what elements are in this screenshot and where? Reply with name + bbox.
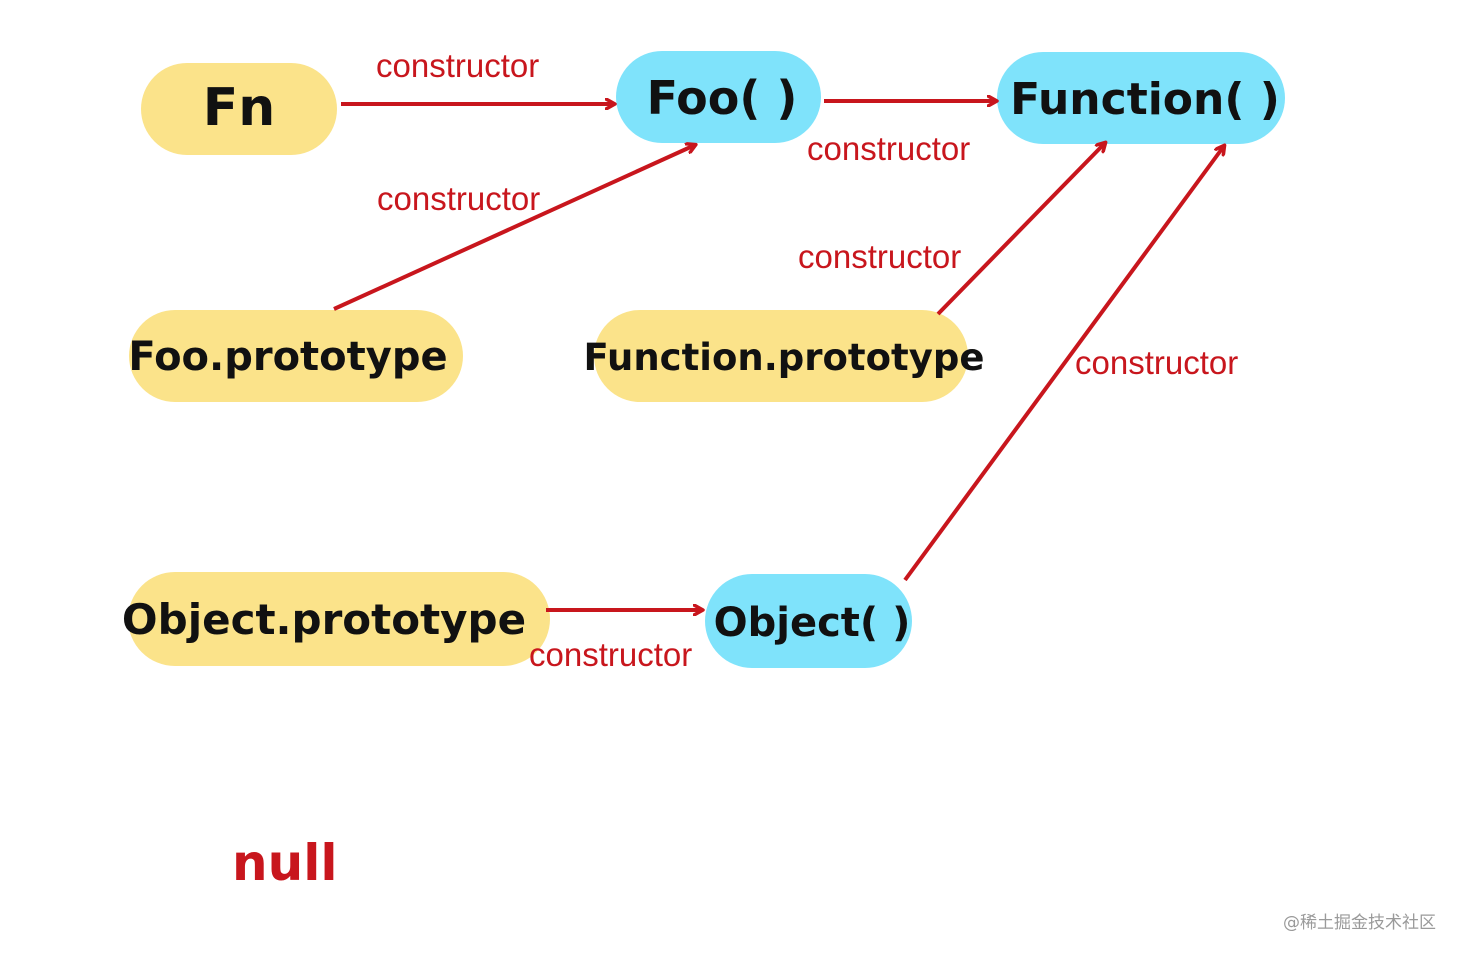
node-object-label: Object( ) [714, 600, 911, 646]
node-function-prototype-label: Function.prototype [584, 336, 985, 379]
edge-label-fn-foo: constructor [376, 47, 539, 84]
node-foo-prototype-label: Foo.prototype [128, 334, 447, 380]
node-object-prototype: Object.prototype [122, 572, 550, 666]
node-fn-label: Fn [203, 78, 276, 138]
node-object: Object( ) [705, 574, 912, 668]
edge-label-foo-function: constructor [807, 130, 970, 167]
node-fn: Fn [141, 63, 337, 155]
edge-label-object-function: constructor [1075, 344, 1238, 381]
node-function-label: Function( ) [1010, 74, 1280, 125]
node-foo: Foo( ) [616, 51, 821, 143]
arrow-object-to-function [903, 146, 1224, 582]
edge-label-foo-prototype-foo: constructor [377, 180, 540, 217]
arrows [333, 101, 1224, 610]
arrow-function-prototype-to-function [936, 143, 1105, 316]
edge-label-object-prototype-object: constructor [529, 636, 692, 673]
node-function-prototype: Function.prototype [584, 310, 985, 402]
arrow-foo-prototype-to-foo [333, 145, 695, 311]
node-object-prototype-label: Object.prototype [122, 595, 526, 644]
node-function: Function( ) [997, 52, 1285, 144]
node-foo-label: Foo( ) [647, 71, 798, 125]
edge-label-function-prototype-function: constructor [798, 238, 961, 275]
watermark: @稀土掘金技术社区 [1283, 913, 1436, 933]
null-label: null [232, 834, 337, 892]
node-foo-prototype: Foo.prototype [128, 310, 463, 402]
